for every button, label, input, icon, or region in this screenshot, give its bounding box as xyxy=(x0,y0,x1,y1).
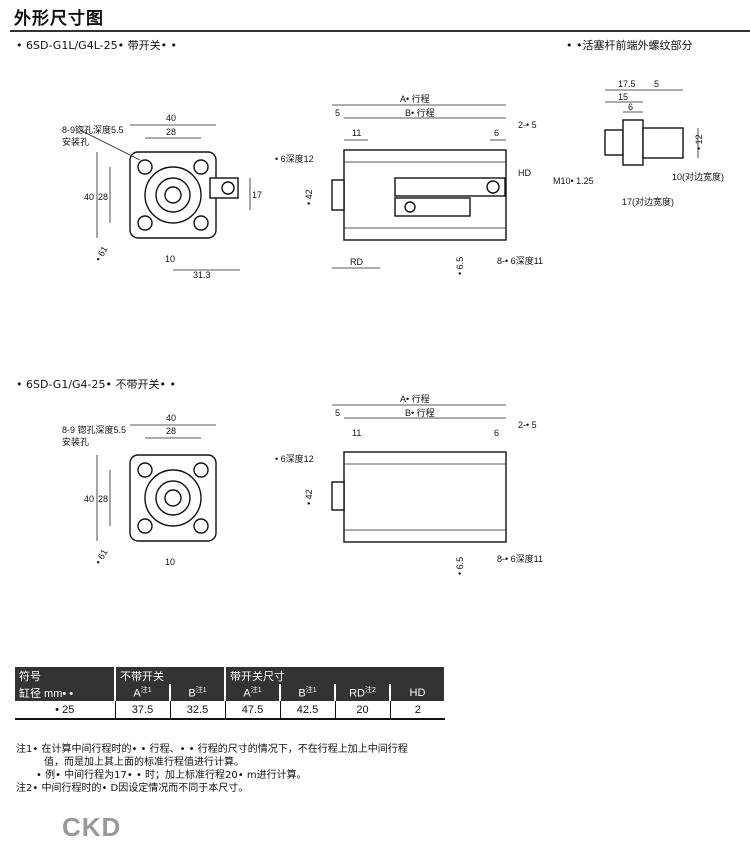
svg-text:• 61: • 61 xyxy=(93,547,109,566)
svg-text:B• 行程: B• 行程 xyxy=(405,107,435,118)
svg-text:• 6深度12: • 6深度12 xyxy=(275,153,314,164)
side-view-1: A• 行程 B• 行程 5 11 6 2-• 5 HD • 6深度12 • 42… xyxy=(275,93,543,275)
svg-text:8-9 锪孔深度5.5: 8-9 锪孔深度5.5 xyxy=(62,424,126,435)
header-symbol: 符号 xyxy=(15,667,116,684)
svg-text:• 42: • 42 xyxy=(304,189,314,205)
svg-text:• 12: • 12 xyxy=(694,134,704,150)
svg-text:HD: HD xyxy=(518,168,531,178)
svg-text:6: 6 xyxy=(494,428,499,438)
svg-text:8-9锪孔深度5.5: 8-9锪孔深度5.5 xyxy=(62,124,124,135)
svg-text:• 61: • 61 xyxy=(93,244,109,263)
svg-text:28: 28 xyxy=(98,494,108,504)
svg-text:B• 行程: B• 行程 xyxy=(405,407,435,418)
svg-text:40: 40 xyxy=(166,413,176,423)
svg-text:5: 5 xyxy=(335,408,340,418)
dimension-table: 符号 不带开关 带开关尺寸 缸径 mm• • A注1 B注1 A注1 B注1 R… xyxy=(15,667,446,720)
svg-text:安装孔: 安装孔 xyxy=(62,136,89,147)
svg-text:• 6.5: • 6.5 xyxy=(455,257,465,275)
note-2: 注2• 中间行程时的• D因设定情况而不同于本尺寸。 xyxy=(16,783,249,794)
header-switch: 带开关尺寸 xyxy=(225,667,446,684)
page-title: 外形尺寸图 xyxy=(14,9,104,29)
front-view-1: 40 28 40 28 8-9锪孔深度5.5 安装孔 • 61 10 31.3 … xyxy=(62,113,262,280)
rod-end-heading: • •活塞杆前端外螺纹部分 xyxy=(566,39,693,52)
svg-text:8-• 6深度11: 8-• 6深度11 xyxy=(497,553,543,564)
svg-text:15: 15 xyxy=(618,92,628,102)
svg-text:• 42: • 42 xyxy=(304,489,314,505)
svg-text:A• 行程: A• 行程 xyxy=(400,93,430,104)
svg-text:• 6.5: • 6.5 xyxy=(455,557,465,575)
svg-text:2-• 5: 2-• 5 xyxy=(518,420,537,430)
note-1: 注1• 在计算中间行程时的• • 行程、• • 行程的尺寸的情况下，不在行程上加… xyxy=(16,744,408,755)
svg-text:2-• 5: 2-• 5 xyxy=(518,120,537,130)
section1-heading: • 6SD-G1L/G4L-25• 带开关• • xyxy=(16,39,178,52)
svg-text:A• 行程: A• 行程 xyxy=(400,393,430,404)
notes: 注1• 在计算中间行程时的• • 行程、• • 行程的尺寸的情况下，不在行程上加… xyxy=(16,743,408,795)
side-view-2: A• 行程 B• 行程 5 11 6 2-• 5 • 6深度12 • 42 • … xyxy=(275,393,543,575)
svg-text:17.5: 17.5 xyxy=(618,79,636,89)
table-row: • 25 37.5 32.5 47.5 42.5 20 2 xyxy=(15,701,445,720)
ckd-logo: CKD xyxy=(62,812,122,842)
svg-text:• 6深度12: • 6深度12 xyxy=(275,453,314,464)
svg-text:31.3: 31.3 xyxy=(193,270,211,280)
header-no-switch: 不带开关 xyxy=(115,667,226,684)
svg-text:8-• 6深度11: 8-• 6深度11 xyxy=(497,255,543,266)
note-example: • 例• 中间行程为17• • 时；加上标准行程20• m进行计算。 xyxy=(36,770,307,781)
svg-text:11: 11 xyxy=(352,128,361,138)
svg-text:RD: RD xyxy=(350,257,363,267)
svg-text:5: 5 xyxy=(654,79,659,89)
svg-text:17(对边宽度): 17(对边宽度) xyxy=(622,196,674,207)
svg-text:28: 28 xyxy=(166,127,176,137)
svg-text:28: 28 xyxy=(166,426,176,436)
svg-text:6: 6 xyxy=(494,128,499,138)
svg-text:10: 10 xyxy=(165,557,175,567)
header-bore: 缸径 mm• • xyxy=(15,684,116,701)
rod-end-view: 17.5 5 15 6 • 12 M10• 1.25 10(对边宽度) 17(对… xyxy=(553,79,724,207)
svg-text:10: 10 xyxy=(165,254,175,264)
front-view-2: 40 28 40 28 8-9 锪孔深度5.5 安装孔 • 61 10 xyxy=(62,413,217,567)
note-1-cont: 值，而是加上其上面的标准行程值进行计算。 xyxy=(44,757,244,768)
svg-text:40: 40 xyxy=(84,192,94,202)
svg-text:6: 6 xyxy=(628,102,633,112)
title-rule xyxy=(10,30,750,32)
svg-text:40: 40 xyxy=(166,113,176,123)
svg-text:40: 40 xyxy=(84,494,94,504)
svg-text:28: 28 xyxy=(98,192,108,202)
svg-text:17: 17 xyxy=(252,190,262,200)
svg-text:安装孔: 安装孔 xyxy=(62,436,89,447)
section2-heading: • 6SD-G1/G4-25• 不带开关• • xyxy=(16,378,176,391)
svg-text:10(对边宽度): 10(对边宽度) xyxy=(672,171,724,182)
svg-text:11: 11 xyxy=(352,428,361,438)
svg-text:5: 5 xyxy=(335,108,340,118)
svg-text:M10• 1.25: M10• 1.25 xyxy=(553,176,594,186)
